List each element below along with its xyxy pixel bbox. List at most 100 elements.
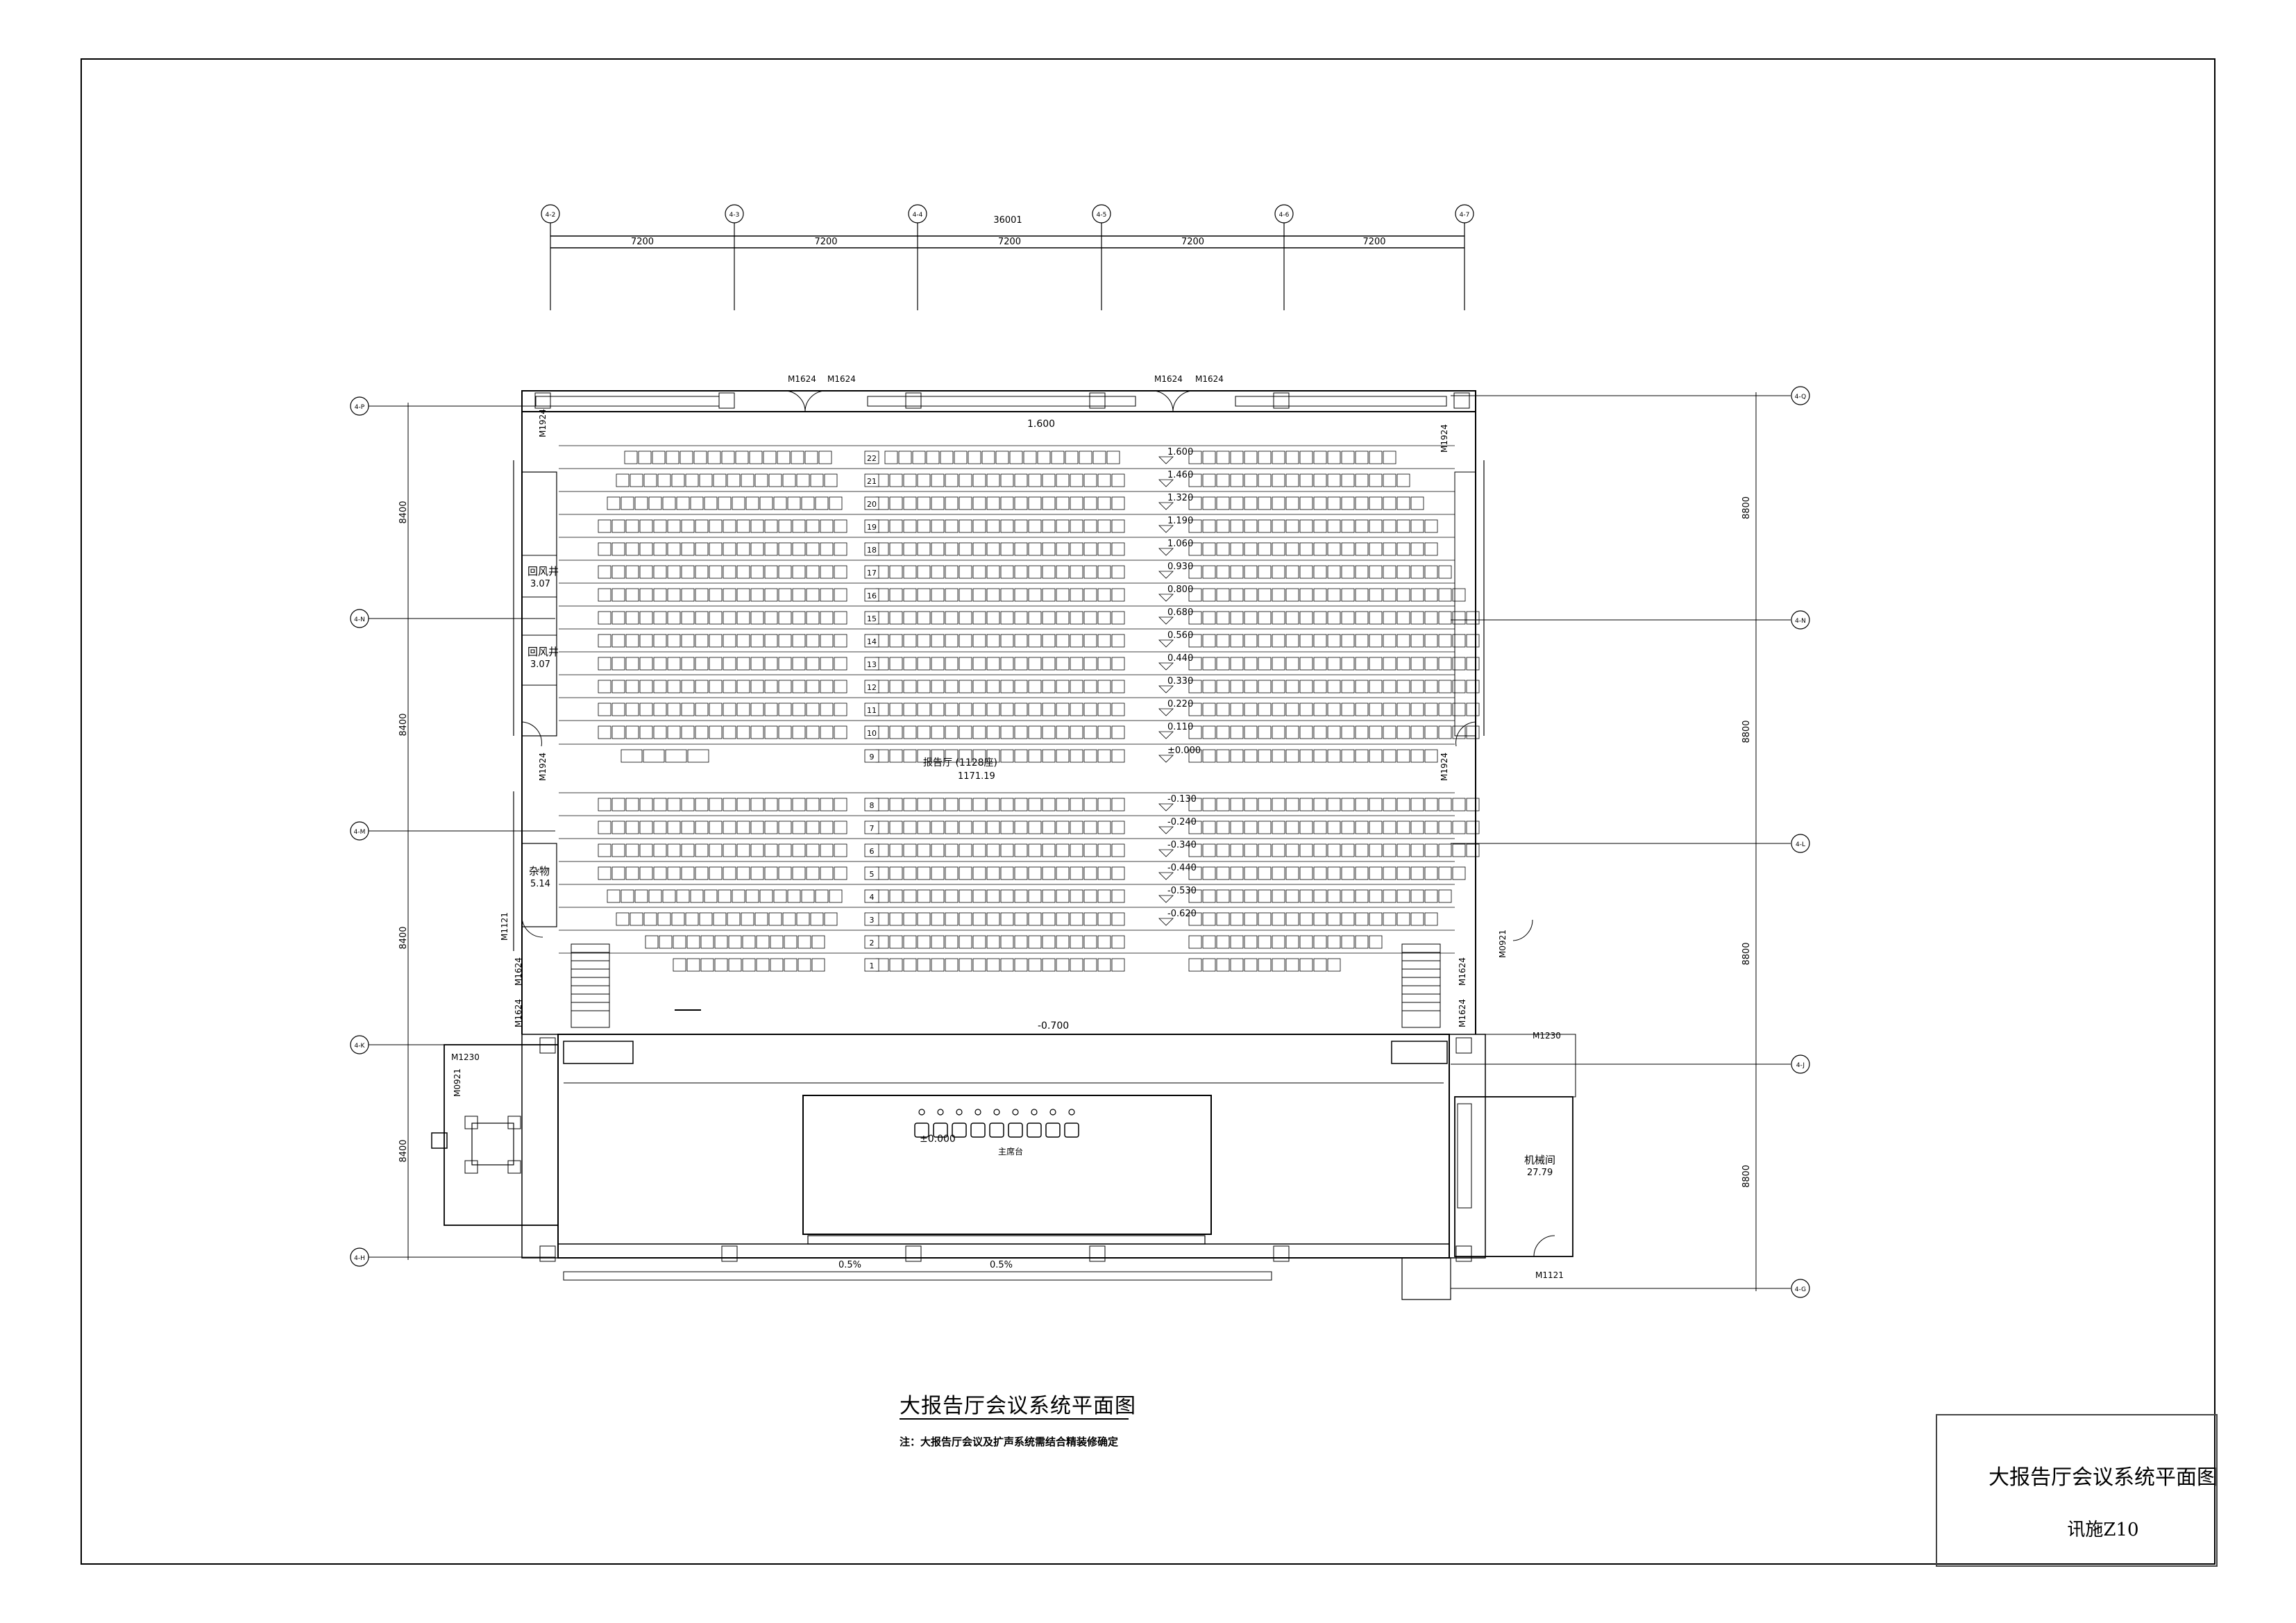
seat — [1452, 843, 1466, 857]
seat — [1188, 866, 1202, 880]
seat — [764, 611, 778, 625]
seat — [1424, 588, 1438, 602]
seat — [1042, 542, 1056, 556]
seat — [778, 725, 792, 739]
seat — [1056, 680, 1070, 693]
seat — [667, 680, 681, 693]
seat — [764, 821, 778, 834]
seat — [903, 725, 917, 739]
seat — [653, 611, 667, 625]
seat — [1341, 798, 1355, 812]
seat — [903, 473, 917, 487]
seat — [1369, 680, 1383, 693]
seat — [931, 866, 945, 880]
seat — [945, 657, 959, 671]
seat — [704, 496, 718, 510]
row-number: 19 — [867, 523, 877, 532]
seat — [1230, 519, 1244, 533]
seat — [1327, 889, 1341, 903]
seat — [611, 703, 625, 716]
seat — [986, 680, 1000, 693]
seat — [1383, 798, 1396, 812]
seat — [834, 703, 847, 716]
row-number-box — [864, 496, 879, 510]
seat — [1396, 473, 1410, 487]
seat — [1000, 798, 1014, 812]
bay-dimension: 7200 — [631, 237, 654, 247]
seat — [1111, 703, 1125, 716]
seat — [598, 843, 611, 857]
seat — [1285, 588, 1299, 602]
seat — [889, 473, 903, 487]
seat — [709, 798, 723, 812]
seat — [742, 958, 756, 972]
seat — [1202, 588, 1216, 602]
seat — [643, 912, 657, 926]
seat — [1355, 935, 1369, 949]
seat — [1028, 611, 1042, 625]
seat — [764, 542, 778, 556]
seat — [1258, 889, 1272, 903]
seat — [1327, 798, 1341, 812]
seat — [1042, 935, 1056, 949]
seat — [1244, 889, 1258, 903]
seat — [1369, 565, 1383, 579]
seat — [1438, 843, 1452, 857]
row-number: 5 — [870, 870, 875, 879]
seat — [764, 843, 778, 857]
seat — [1065, 451, 1079, 464]
seat — [1299, 611, 1313, 625]
seat — [1000, 542, 1014, 556]
seat — [1438, 703, 1452, 716]
seat — [695, 680, 709, 693]
seat — [1383, 588, 1396, 602]
microphone-icon — [937, 1109, 944, 1116]
seat — [931, 680, 945, 693]
seat — [1056, 798, 1070, 812]
seat — [1258, 843, 1272, 857]
seat — [1188, 821, 1202, 834]
seat — [820, 703, 834, 716]
seat — [972, 496, 986, 510]
seat — [784, 935, 797, 949]
seat — [736, 703, 750, 716]
seat — [889, 611, 903, 625]
seat — [681, 634, 695, 648]
seat — [1396, 542, 1410, 556]
seat — [764, 798, 778, 812]
seat — [1285, 565, 1299, 579]
seat — [820, 866, 834, 880]
seat — [1070, 912, 1083, 926]
seat — [1097, 565, 1111, 579]
seat — [736, 565, 750, 579]
seat — [917, 749, 931, 763]
seat — [792, 821, 806, 834]
seat — [1056, 588, 1070, 602]
seat — [1383, 496, 1396, 510]
seat — [806, 703, 820, 716]
seat — [1230, 542, 1244, 556]
microphone-icon — [1049, 1109, 1056, 1116]
seat — [1014, 935, 1028, 949]
seat — [1014, 958, 1028, 972]
seat — [1424, 519, 1438, 533]
seat — [1083, 542, 1097, 556]
seat — [1244, 611, 1258, 625]
seat — [1216, 565, 1230, 579]
seat — [1097, 912, 1111, 926]
seat — [1083, 657, 1097, 671]
seat — [917, 798, 931, 812]
seat — [1216, 496, 1230, 510]
seat — [1083, 588, 1097, 602]
seat — [1258, 866, 1272, 880]
seat — [676, 496, 690, 510]
seat — [1014, 843, 1028, 857]
seat — [1097, 843, 1111, 857]
seat — [1028, 725, 1042, 739]
seat — [1369, 912, 1383, 926]
seat — [778, 703, 792, 716]
seat — [1070, 611, 1083, 625]
seat — [598, 680, 611, 693]
seat — [1014, 519, 1028, 533]
seat — [639, 843, 653, 857]
